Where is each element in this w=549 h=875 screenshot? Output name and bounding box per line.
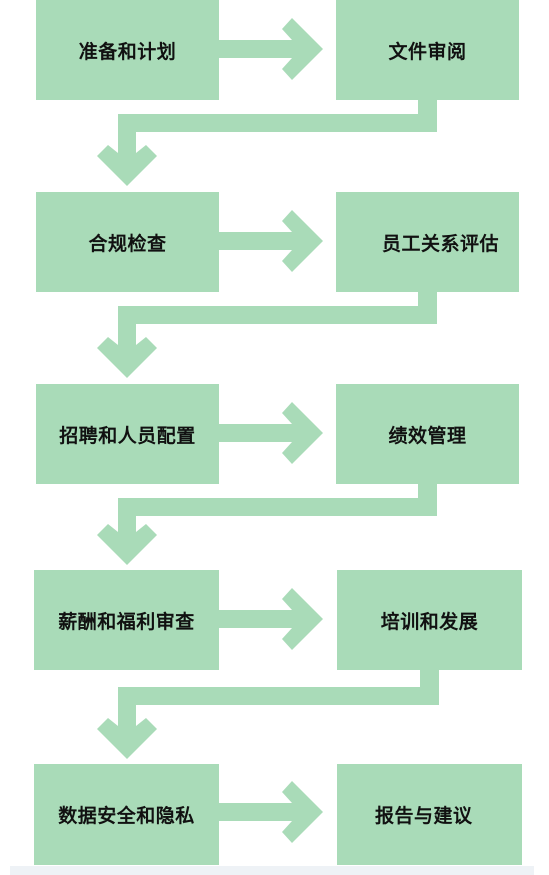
step-label: 准备和计划 [78, 40, 177, 63]
arrow-s8-to-s9 [97, 670, 439, 759]
step-label: 报告与建议 [375, 805, 473, 827]
arrow-s9-to-s10 [218, 781, 323, 843]
arrow-s2-to-s3 [97, 100, 437, 186]
bottom-scroll-strip [10, 866, 534, 875]
step-box-s10: 报告与建议 [337, 764, 522, 865]
step-box-s3: 合规检查 [36, 192, 219, 292]
arrow-s3-to-s4 [218, 210, 323, 272]
step-box-s9: 数据安全和隐私 [34, 764, 219, 865]
step-label: 数据安全和隐私 [58, 805, 195, 827]
arrow-s7-to-s8 [218, 588, 323, 650]
step-box-s8: 培训和发展 [337, 570, 522, 670]
step-label: 合规检查 [88, 232, 167, 255]
step-box-s7: 薪酬和福利审查 [34, 570, 219, 670]
step-label: 招聘和人员配置 [59, 424, 196, 447]
step-box-s2: 文件审阅 [336, 0, 519, 100]
arrow-s4-to-s5 [97, 292, 437, 378]
step-box-s4: 员工关系评估 [336, 192, 519, 292]
step-label: 绩效管理 [388, 424, 467, 447]
step-label: 员工关系评估 [381, 232, 499, 255]
step-box-s6: 绩效管理 [336, 384, 519, 484]
arrow-s5-to-s6 [218, 402, 323, 464]
step-box-s5: 招聘和人员配置 [36, 384, 219, 484]
step-box-s1: 准备和计划 [36, 0, 219, 100]
step-label: 培训和发展 [380, 610, 479, 633]
arrow-s6-to-s7 [97, 484, 437, 565]
arrow-s1-to-s2 [218, 18, 323, 80]
step-label: 薪酬和福利审查 [58, 610, 195, 633]
step-label: 文件审阅 [388, 40, 467, 63]
